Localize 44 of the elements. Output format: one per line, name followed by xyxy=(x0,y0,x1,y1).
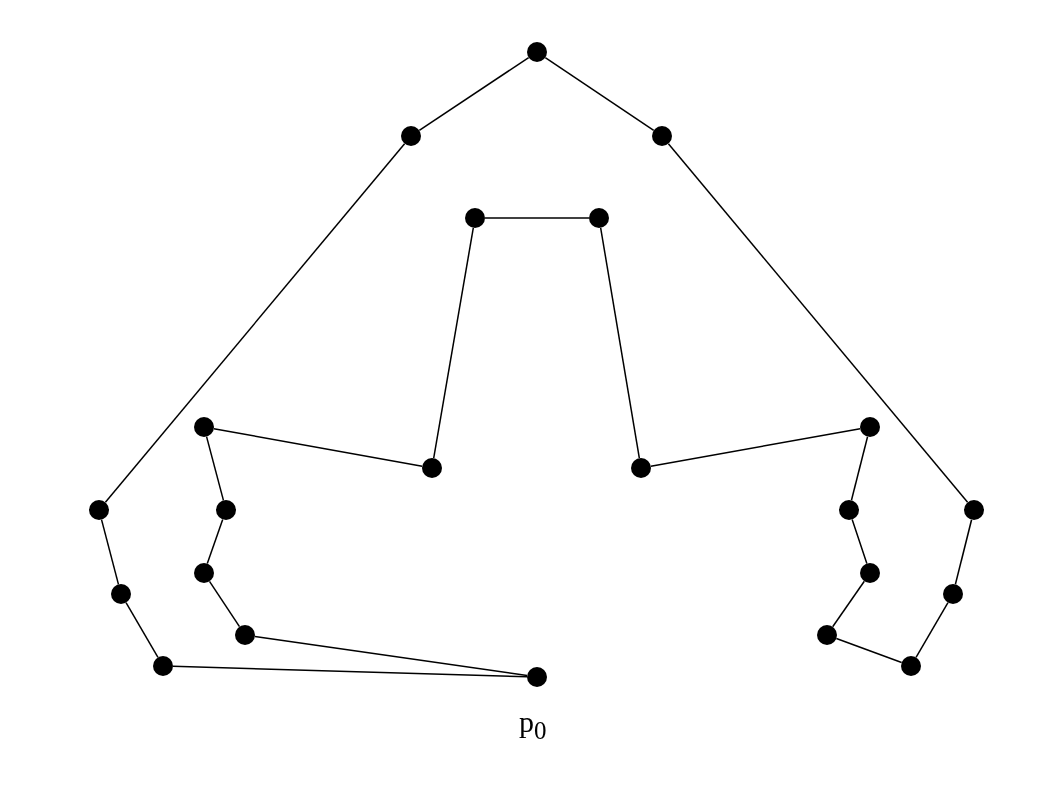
point-dot xyxy=(216,500,236,520)
point-dot xyxy=(860,563,880,583)
point-label: p$_{0}$ xyxy=(519,705,547,745)
polygon-edge xyxy=(206,518,224,565)
polygon-edge xyxy=(835,637,903,664)
polygon-edge xyxy=(254,635,528,677)
polygon-edge xyxy=(484,217,590,219)
polygon-edge xyxy=(831,580,866,628)
polygon-edge xyxy=(851,518,868,565)
point-dot xyxy=(817,625,837,645)
point-dot xyxy=(89,500,109,520)
polygon-edge xyxy=(850,435,869,502)
point-dot xyxy=(943,584,963,604)
point-dot xyxy=(631,458,651,478)
point-dot xyxy=(422,458,442,478)
point-dot xyxy=(589,208,609,228)
polygon-edge xyxy=(915,601,949,659)
polygon-edge xyxy=(100,518,120,586)
point-dot xyxy=(111,584,131,604)
polygon-edge xyxy=(544,56,655,132)
point-dot xyxy=(839,500,859,520)
point-dot xyxy=(465,208,485,228)
point-dot xyxy=(860,417,880,437)
point-dot xyxy=(652,126,672,146)
polygon-edge xyxy=(104,142,406,504)
point-dot xyxy=(194,563,214,583)
polygon-edge xyxy=(172,665,528,678)
polygon-edge xyxy=(650,428,861,467)
point-dot xyxy=(901,656,921,676)
point-dot xyxy=(194,417,214,437)
polygon-edge xyxy=(432,227,475,459)
polygon-edge xyxy=(418,56,530,132)
polygon-edge xyxy=(954,518,973,586)
polygon-edge xyxy=(125,601,159,659)
point-dot xyxy=(527,42,547,62)
point-dot xyxy=(401,126,421,146)
polygon-edge xyxy=(213,428,423,467)
polygon-edge xyxy=(599,227,641,459)
polygon-edge xyxy=(205,435,225,502)
polygon-edge xyxy=(208,580,241,628)
point-dot xyxy=(235,625,255,645)
point-dot xyxy=(153,656,173,676)
polygon-edge xyxy=(667,142,969,504)
point-dot xyxy=(964,500,984,520)
